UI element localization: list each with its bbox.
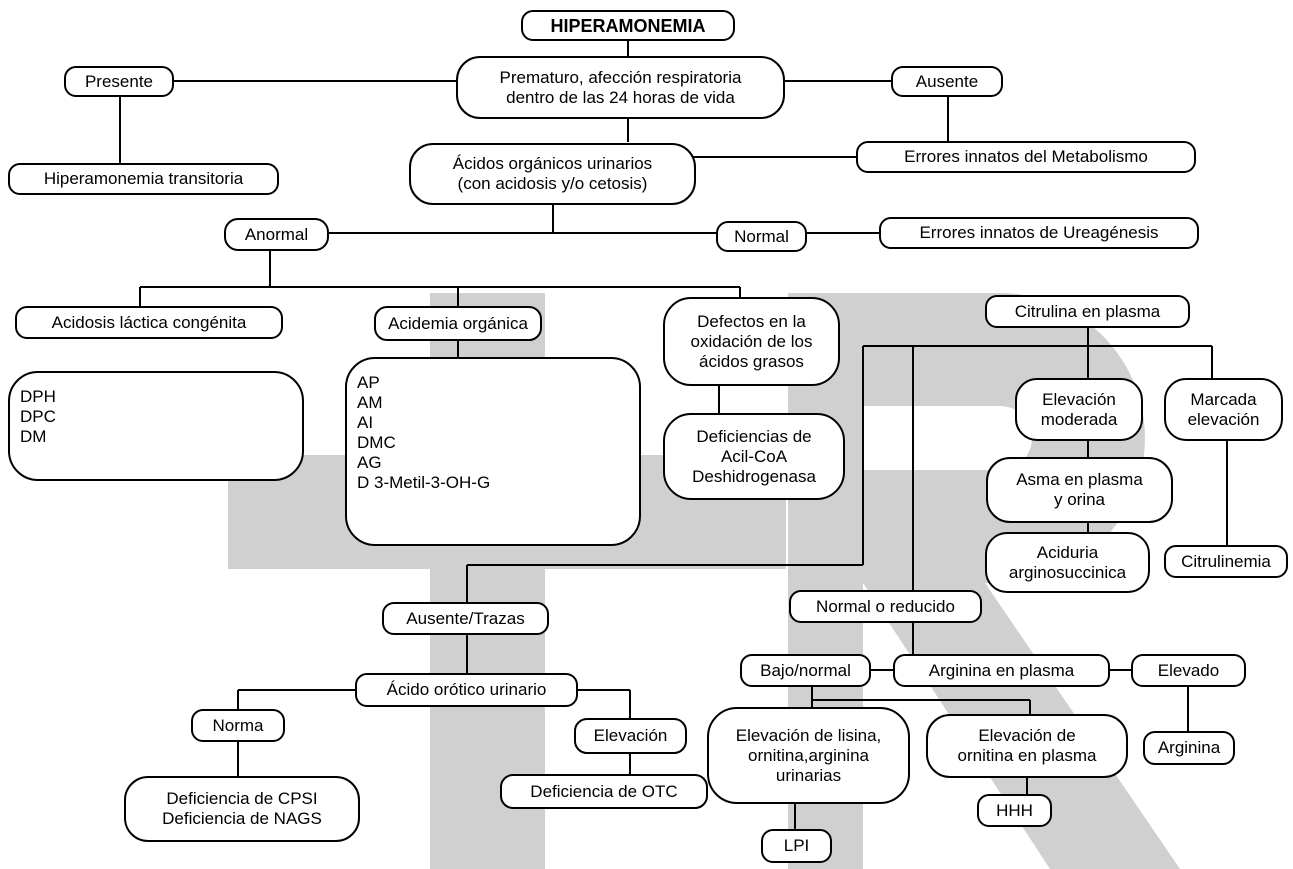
node-presente: Presente [64, 66, 174, 97]
node-citrulina-plasma: Citrulina en plasma [985, 295, 1190, 328]
node-errores-ureagenesis: Errores innatos de Ureagénesis [879, 217, 1199, 249]
node-deficiencias-acil: Deficiencias de Acil-CoA Deshidrogenasa [663, 413, 845, 500]
node-hhh: HHH [977, 794, 1052, 827]
node-lpi: LPI [761, 829, 832, 863]
node-normal: Normal [716, 221, 807, 252]
node-hiperamonemia: HIPERAMONEMIA [521, 10, 735, 41]
node-elevacion: Elevación [574, 718, 687, 754]
node-bajo-normal: Bajo/normal [740, 654, 871, 687]
node-ausente: Ausente [891, 66, 1003, 97]
node-elevado: Elevado [1131, 654, 1246, 687]
node-marcada-elevacion: Marcada elevación [1164, 378, 1283, 441]
node-lactica-list: DPH DPC DM [8, 371, 304, 481]
node-acidos-organicos: Ácidos orgánicos urinarios (con acidosis… [409, 143, 696, 205]
node-ausente-trazas: Ausente/Trazas [382, 602, 549, 635]
node-elevacion-ornitina: Elevación de ornitina en plasma [926, 714, 1128, 778]
node-asma-plasma-orina: Asma en plasma y orina [986, 457, 1173, 523]
node-anormal: Anormal [224, 218, 329, 251]
node-defectos-oxidacion: Defectos en la oxidación de los ácidos g… [663, 297, 840, 386]
node-citrulinemia: Citrulinemia [1164, 545, 1288, 578]
node-hiperamonemia-transitoria: Hiperamonemia transitoria [8, 163, 279, 195]
node-acidosis-lactica: Acidosis láctica congénita [15, 306, 283, 339]
node-acidemia-list: AP AM AI DMC AG D 3-Metil-3-OH-G [345, 357, 641, 546]
node-acidemia-organica: Acidemia orgánica [374, 306, 542, 341]
node-deficiencia-cpsi-nags: Deficiencia de CPSI Deficiencia de NAGS [124, 776, 360, 842]
node-normal-reducido: Normal o reducido [789, 590, 982, 623]
node-aciduria: Aciduria arginosuccinica [985, 532, 1150, 593]
node-elevacion-lisina: Elevación de lisina, ornitina,arginina u… [707, 707, 910, 804]
node-acido-orotico: Ácido orótico urinario [355, 673, 578, 707]
node-arginina: Arginina [1143, 731, 1235, 765]
node-elevacion-moderada: Elevación moderada [1015, 378, 1143, 441]
node-norma: Norma [191, 709, 285, 742]
node-deficiencia-otc: Deficiencia de OTC [500, 774, 708, 809]
node-errores-metabolismo: Errores innatos del Metabolismo [856, 141, 1196, 173]
node-prematuro: Prematuro, afección respiratoria dentro … [456, 56, 785, 119]
node-arginina-plasma: Arginina en plasma [893, 654, 1110, 687]
